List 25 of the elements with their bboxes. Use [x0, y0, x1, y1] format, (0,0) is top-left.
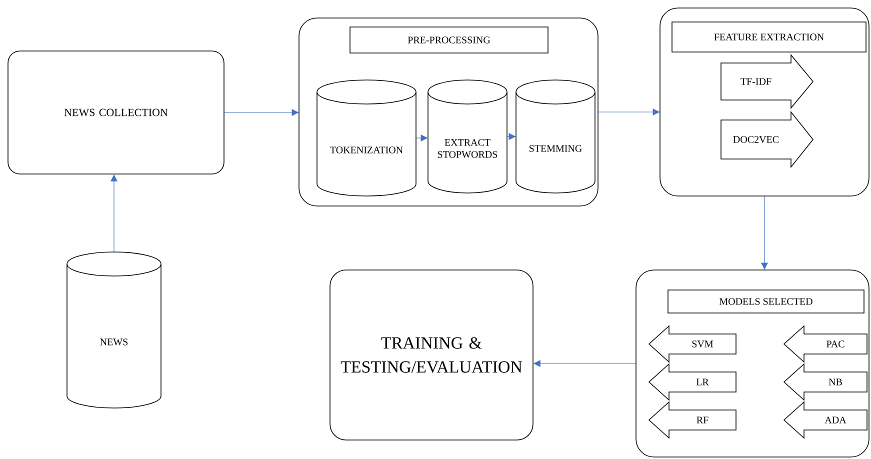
arrow	[110, 174, 118, 252]
database-cylinder: EXTRACT STOPWORDS	[428, 80, 508, 194]
arrow-shaped-box: ADA	[783, 401, 868, 439]
arrow	[506, 133, 516, 140]
arrow-shaped-box: PAC	[783, 325, 868, 363]
node-label: STEMMING	[530, 145, 582, 152]
process-box: NEWS COLLECTION	[8, 50, 224, 174]
arrow-shaped-box: SVM	[648, 325, 736, 363]
node-label: TOKENIZATION	[330, 146, 403, 154]
arrow	[761, 196, 768, 270]
arrow-shaped-box: LR	[648, 363, 736, 401]
arrow	[224, 109, 299, 116]
node-label: NEWS	[100, 338, 128, 346]
database-cylinder: TOKENIZATION	[316, 80, 416, 196]
database-cylinder: NEWS	[66, 252, 162, 408]
arrow-shaped-box: TF-IDF	[720, 54, 814, 110]
node-label: EXTRACT STOPWORDS	[438, 139, 498, 158]
arrow-shaped-box: RF	[648, 401, 736, 439]
arrow	[533, 360, 636, 367]
arrow-shaped-box: NB	[783, 363, 868, 401]
arrow	[598, 108, 660, 116]
arrow-shaped-box: DOC2VEC	[720, 110, 814, 168]
arrow	[416, 134, 428, 142]
process-box: TRAINING & TESTING/EVALUATION	[330, 270, 534, 440]
database-cylinder: STEMMING	[516, 80, 596, 194]
